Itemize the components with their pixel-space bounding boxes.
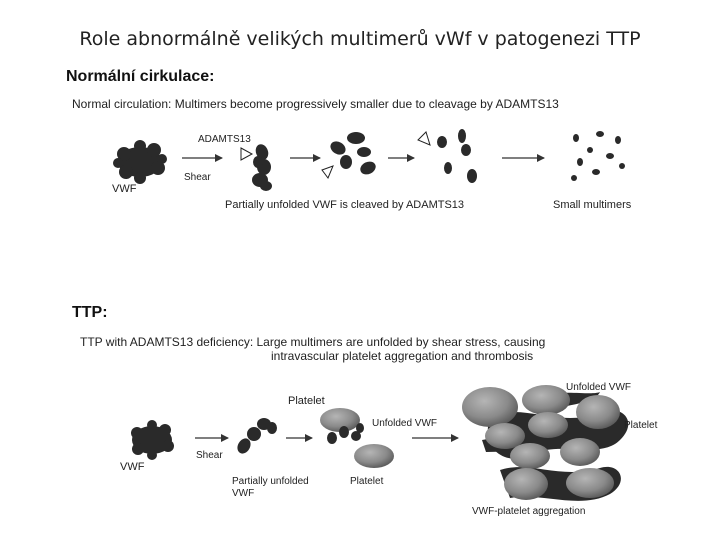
smaller-vwf-fragments bbox=[437, 129, 477, 183]
ttp-shear-label: Shear bbox=[196, 450, 223, 461]
ttp-aggregation-label: VWF-platelet aggregation bbox=[472, 506, 585, 517]
ttp-platelet-bottom bbox=[354, 444, 394, 468]
ttp-partially-unfolded-label-1: Partially unfolded bbox=[232, 476, 309, 487]
ttp-unfolded-vwf-right-label: Unfolded VWF bbox=[566, 382, 631, 393]
adamts13-triangle-1 bbox=[241, 148, 252, 160]
ttp-unfolded-vwf-label: Unfolded VWF bbox=[372, 418, 437, 429]
ttp-partially-unfolded-label-2: VWF bbox=[232, 488, 254, 499]
ttp-platelet-top-label: Platelet bbox=[288, 395, 325, 407]
adamts13-triangle-2 bbox=[322, 166, 333, 178]
small-multimers bbox=[571, 131, 625, 181]
normal-shear-label: Shear bbox=[184, 172, 211, 183]
partially-unfolded-vwf-chain bbox=[252, 142, 272, 191]
ttp-platelet-top bbox=[320, 408, 360, 432]
normal-caption: Normal circulation: Multimers become pro… bbox=[72, 97, 559, 111]
normal-adamts13-label: ADAMTS13 bbox=[198, 134, 251, 145]
ttp-vwf-label: VWF bbox=[120, 461, 145, 473]
ttp-caption-line-1: TTP with ADAMTS13 deficiency: Large mult… bbox=[80, 335, 545, 349]
ttp-partially-unfolded-chain bbox=[235, 418, 277, 456]
ttp-platelet-right-label: Platelet bbox=[624, 420, 658, 431]
ttp-vwf-large-multimer bbox=[131, 420, 174, 460]
ttp-platelet-bottom-label: Platelet bbox=[350, 476, 384, 487]
adamts13-triangle-3 bbox=[418, 132, 430, 145]
normal-small-multimers-label: Small multimers bbox=[553, 199, 632, 211]
vwf-platelet-aggregation bbox=[462, 385, 628, 501]
cleaving-vwf-fragments bbox=[328, 132, 378, 177]
normal-vwf-label: VWF bbox=[112, 183, 137, 195]
ttp-caption-line-2: intravascular platelet aggregation and t… bbox=[271, 349, 533, 363]
vwf-large-multimer bbox=[113, 140, 167, 184]
normal-partially-unfolded-label: Partially unfolded VWF is cleaved by ADA… bbox=[225, 199, 464, 211]
